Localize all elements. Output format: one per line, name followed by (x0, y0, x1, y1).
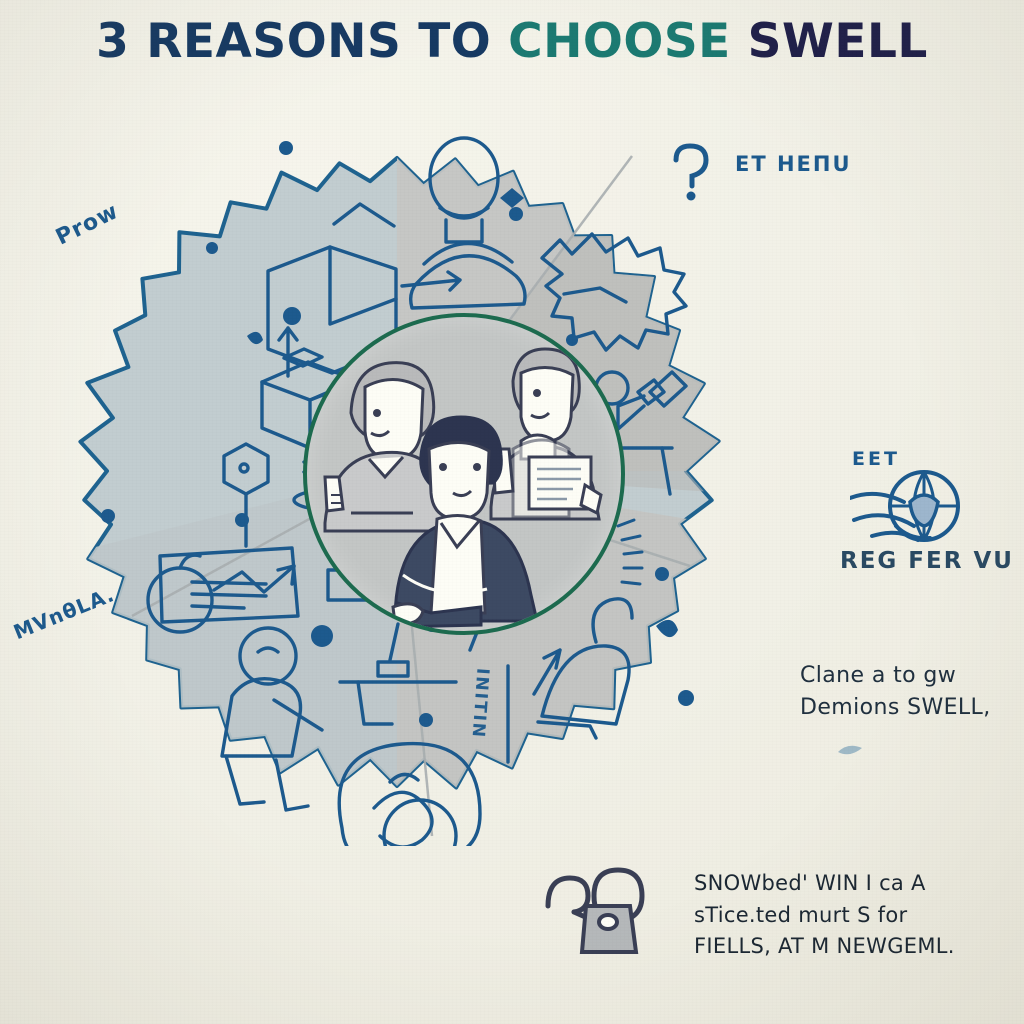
person-left-eye (373, 409, 381, 417)
person-center-hand (391, 602, 425, 626)
sign-hex-icon (222, 442, 270, 496)
document-icon (158, 546, 300, 624)
hooks-weight-icon (545, 867, 645, 954)
person-right-mouth (530, 411, 551, 420)
up-right-arrow-icon (532, 648, 562, 696)
paragraph-middle-right-line-2: Demions SWELL, (800, 694, 991, 720)
zigzag-arrow-icon (212, 564, 296, 594)
mic-base-icon (376, 660, 410, 678)
small-tick-icon (838, 745, 862, 755)
title-part-brand: SWELL (730, 14, 928, 69)
leaf-map-icon (540, 232, 688, 352)
figure-legs-icon (224, 754, 310, 812)
paragraph-middle-right-line-1: Clane a to gw (800, 663, 957, 688)
bulb-shoulder-icon (422, 241, 514, 266)
doodle-group-lower-right (506, 648, 562, 764)
house-box-edges (328, 245, 398, 326)
paragraph-bottom-right-line-3: FIELLS, AT M NEWGEML. (694, 934, 955, 958)
person-center-collar (439, 520, 481, 550)
person-right-face (519, 366, 575, 443)
figure-face-icon (256, 646, 280, 654)
title-part-choose: CHOOSE (508, 14, 731, 69)
person-center (391, 415, 539, 629)
person-center-mouth (452, 489, 473, 498)
title-part-one: 3 REASONS TO (96, 14, 509, 69)
lamp-arm-icon (616, 394, 646, 430)
person-right (489, 347, 603, 521)
up-arrow-icon (277, 326, 299, 378)
person-center-eye-left (439, 463, 447, 471)
person-left-mouth (370, 429, 391, 438)
brain-circle-icon (382, 798, 458, 846)
hub-people-illustration (323, 347, 603, 629)
bulb-body-icon (408, 254, 527, 310)
person-left-cuff-lines (331, 494, 341, 504)
person-center-vest (429, 514, 487, 615)
bulb-smile-icon (438, 206, 490, 218)
person-center-face (427, 440, 491, 521)
label-top-right: ET HEΠU (735, 152, 852, 176)
house-roof-icon (332, 202, 396, 228)
label-right-small: EET (852, 448, 900, 470)
figure-arm-icon (272, 698, 324, 732)
leaf-vein-icon (562, 286, 628, 304)
paragraph-bottom-right: SNOWbed' WIN I ca A sTice.ted murt S for… (694, 868, 955, 963)
label-right-caption: REG FER VU (840, 548, 1014, 574)
question-mark-icon (673, 143, 709, 201)
mic-arm-icon (388, 622, 400, 662)
paragraph-middle-right: Clane a to gw Demions SWELL, (800, 660, 991, 724)
arrow-right-icon (400, 270, 462, 292)
person-left-face (363, 377, 425, 461)
person-center-eye-right (473, 463, 481, 471)
person-center-arm-line (402, 573, 488, 595)
person-right-eye (533, 389, 541, 397)
center-hub-circle (303, 313, 625, 635)
figure-head-icon (238, 626, 298, 686)
person-leg-icon (591, 597, 634, 644)
doodle-dots-upper-right (566, 334, 694, 706)
mic-desk-leg-icon (356, 680, 394, 726)
brain-swirl-icon (372, 790, 434, 846)
bulb-head-icon (428, 136, 500, 220)
doodle-group-lower-left (146, 553, 482, 846)
person-body-icon (540, 644, 631, 726)
hand-globe-icon (850, 470, 960, 542)
brain-line-icon (388, 772, 420, 784)
paragraph-bottom-right-line-2: sTice.ted murt S for (694, 902, 908, 927)
person-right-hand (579, 482, 603, 516)
hub-tick-marks (616, 518, 644, 586)
doodle-dots-upper-left (101, 141, 524, 527)
box-lid-icon (282, 347, 324, 368)
page-title: 3 REASONS TO CHOOSE SWELL (0, 18, 1024, 65)
apple-stem-icon (178, 553, 202, 570)
person-foot-icon (536, 720, 598, 740)
mallet-head-icon (648, 370, 688, 408)
sign-dot-icon (238, 462, 250, 474)
paragraph-bottom-right-line-1: SNOWbed' WIN I ca A (694, 871, 926, 895)
brain-outline-icon (337, 741, 482, 846)
clipboard-lines (537, 467, 581, 501)
lamp-shade-icon (636, 378, 666, 406)
person-left-collar (367, 455, 405, 480)
figure-torso-icon (220, 677, 303, 758)
zigzag-arrow-head-icon (276, 564, 296, 586)
